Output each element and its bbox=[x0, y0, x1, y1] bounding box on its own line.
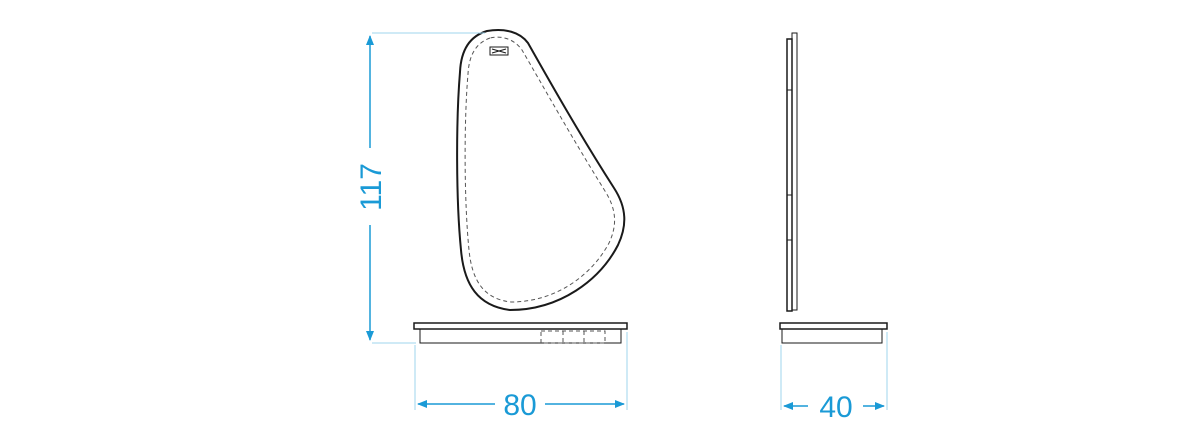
mirror-panel-side bbox=[786, 38, 793, 312]
height-dimension-label: 117 bbox=[355, 163, 388, 211]
side-view bbox=[779, 32, 888, 344]
depth-dimension-label: 40 bbox=[819, 391, 852, 424]
mirror-stand-side bbox=[779, 322, 888, 344]
front-view bbox=[413, 29, 628, 344]
mirror-back-frame-side bbox=[791, 32, 798, 311]
led-strip-dashed-outline bbox=[464, 36, 615, 303]
dimension-lines bbox=[366, 32, 888, 410]
width-dimension-label: 80 bbox=[503, 389, 536, 422]
mirror-stand-front bbox=[413, 322, 628, 344]
touch-switch-icon bbox=[489, 46, 509, 56]
mirror-outline bbox=[456, 29, 626, 312]
